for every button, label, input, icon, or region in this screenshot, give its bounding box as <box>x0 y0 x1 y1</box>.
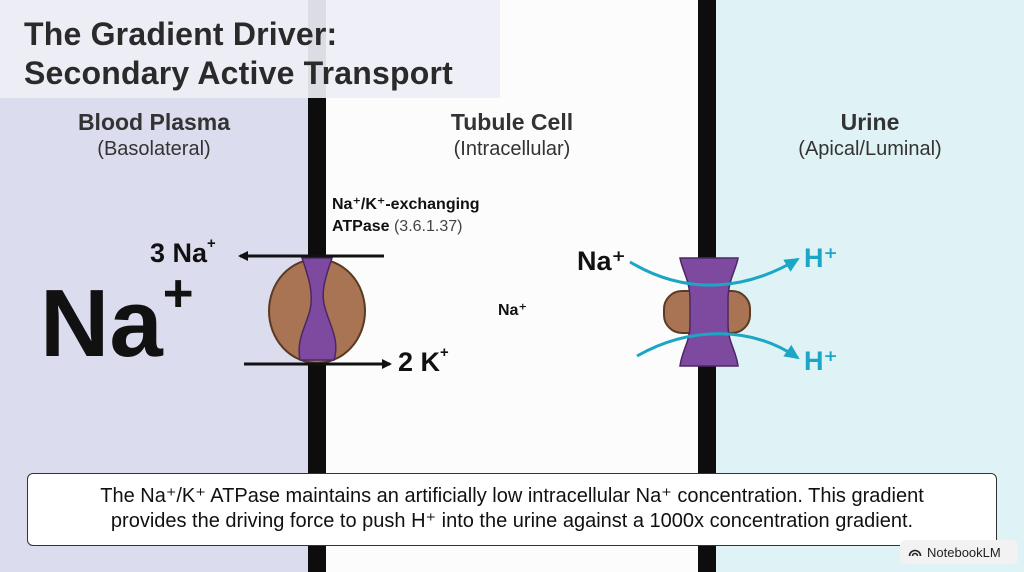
plasma-sodium-symbol: Na <box>40 270 163 377</box>
tubule-cell-subtitle: (Intracellular) <box>453 138 571 160</box>
caption-box: The Na⁺/K⁺ ATPase maintains an artificia… <box>27 473 997 546</box>
notebooklm-logo-icon <box>908 549 922 557</box>
notebooklm-watermark: NotebookLM <box>900 540 1018 564</box>
proton-arrow-bottom <box>636 332 800 360</box>
intracellular-sodium-label: Na⁺ <box>498 302 527 319</box>
urine-subtitle: (Apical/Luminal) <box>798 138 942 160</box>
atpase-name-line-2: ATPase (3.6.1.37) <box>332 216 480 238</box>
caption-line-1: The Na⁺/K⁺ ATPase maintains an artificia… <box>100 485 924 507</box>
na-h-antiporter <box>663 257 751 367</box>
plasma-sodium-charge: + <box>162 264 194 324</box>
na-k-atpase-pump <box>268 257 366 364</box>
two-potassium-charge: + <box>440 344 449 361</box>
proton-label-bottom: H⁺ <box>804 346 838 376</box>
tubule-cell-heading: Tubule Cell (Intracellular) <box>326 109 698 161</box>
luminal-sodium-label: Na⁺ <box>577 246 626 276</box>
atpase-name: ATPase <box>332 218 390 235</box>
proton-arrow-top <box>629 257 800 287</box>
proton-label-top: H⁺ <box>804 243 838 273</box>
atpase-label: Na⁺/K⁺-exchanging ATPase (3.6.1.37) <box>332 194 480 238</box>
blood-plasma-title: Blood Plasma <box>77 109 231 135</box>
two-potassium-text: 2 K <box>398 347 441 377</box>
page-title-line-1: The Gradient Driver: <box>24 16 338 52</box>
urine-title: Urine <box>840 109 900 135</box>
title-banner: The Gradient Driver: Secondary Active Tr… <box>0 0 500 98</box>
blood-plasma-heading: Blood Plasma (Basolateral) <box>0 109 308 161</box>
page-title-line-2: Secondary Active Transport <box>24 55 454 91</box>
three-sodium-charge: + <box>207 235 216 252</box>
urine-heading: Urine (Apical/Luminal) <box>716 109 1024 161</box>
atpase-channel <box>298 257 337 361</box>
three-sodium-label: 3 Na+ <box>150 235 216 269</box>
two-potassium-label: 2 K+ <box>398 344 449 378</box>
atpase-ec-number: (3.6.1.37) <box>393 218 463 235</box>
tubule-cell-title: Tubule Cell <box>450 109 574 135</box>
blood-plasma-subtitle: (Basolateral) <box>97 138 211 160</box>
three-sodium-text: 3 Na <box>150 238 208 268</box>
watermark-text: NotebookLM <box>927 544 1001 560</box>
atpase-name-line-1: Na⁺/K⁺-exchanging <box>332 196 480 213</box>
plasma-sodium-label: Na+ <box>40 267 194 372</box>
caption-line-2: provides the driving force to push H⁺ in… <box>110 510 914 532</box>
